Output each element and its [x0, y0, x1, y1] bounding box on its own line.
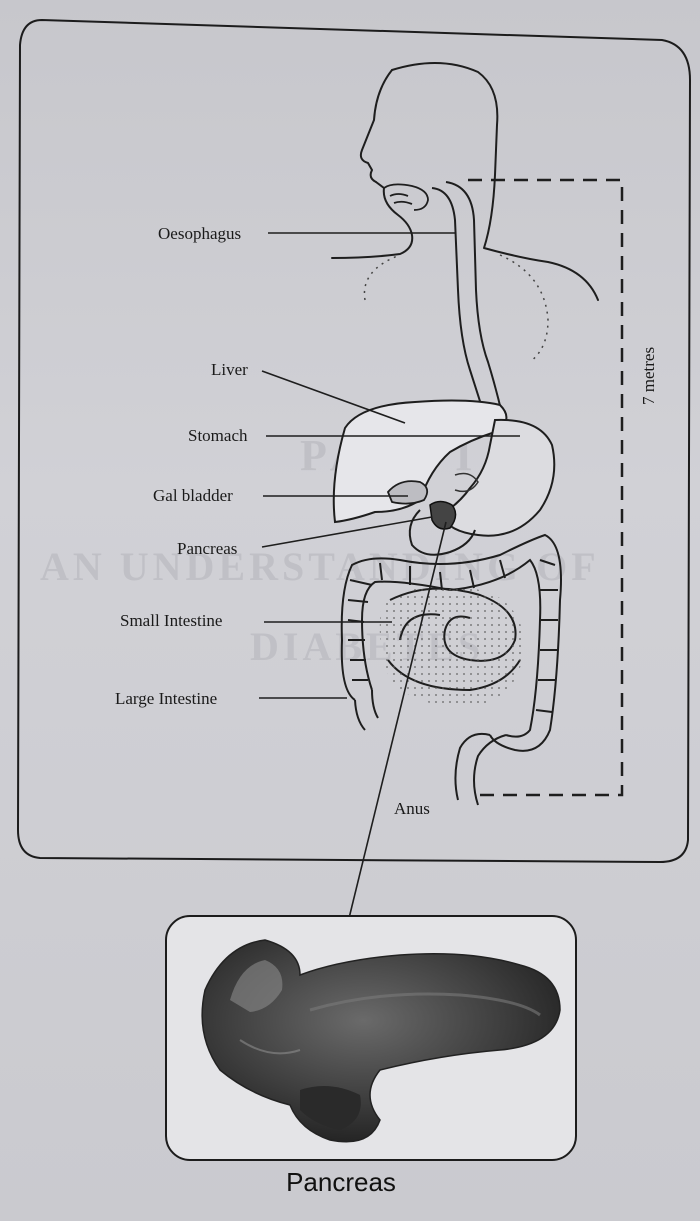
body-outline	[331, 62, 599, 301]
label-gal-bladder: Gal bladder	[153, 486, 233, 505]
stomach	[438, 418, 556, 537]
diagram-frame	[16, 18, 692, 864]
label-small-intestine: Small Intestine	[120, 611, 222, 630]
small-intestine	[379, 585, 524, 707]
pancreas-illustration	[201, 939, 561, 1143]
pancreas-caption: Pancreas	[286, 1167, 396, 1197]
label-length: 7 metres	[639, 347, 658, 405]
pancreas-leader	[261, 516, 433, 548]
length-measure-dashed-line	[468, 178, 624, 797]
label-stomach: Stomach	[188, 426, 248, 445]
ghost-heading: AN UNDERSTANDING OF	[40, 544, 600, 589]
large-intestine	[340, 533, 562, 806]
label-liver: Liver	[211, 360, 248, 379]
liver-leader	[261, 370, 406, 424]
stomach-folds	[454, 472, 479, 493]
label-anus: Anus	[394, 799, 430, 818]
leader-lines	[259, 232, 520, 956]
gall-bladder	[386, 480, 429, 505]
pancreas-small	[429, 500, 457, 530]
duodenum	[408, 509, 476, 556]
label-oesophagus: Oesophagus	[158, 224, 241, 243]
oesophagus-tube	[431, 181, 504, 421]
label-pancreas: Pancreas	[177, 539, 237, 558]
liver	[332, 399, 508, 524]
pancreas-zoom-leader	[339, 521, 447, 956]
ribcage-dotted-outline	[363, 254, 549, 363]
mouth-cavity	[383, 183, 429, 211]
label-large-intestine: Large Intestine	[115, 689, 217, 708]
